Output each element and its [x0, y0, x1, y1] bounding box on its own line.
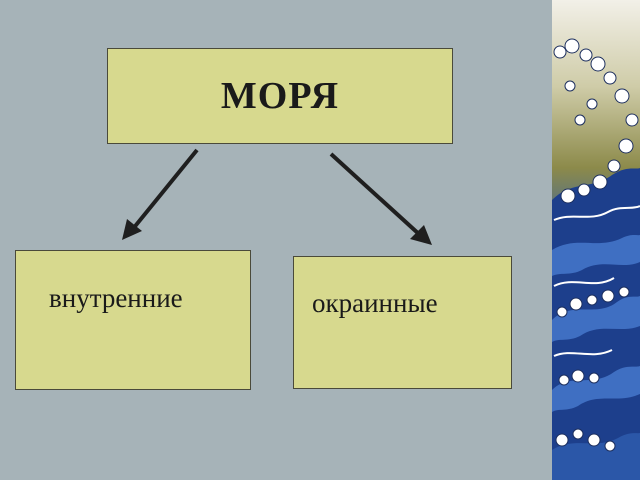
connector-arrows [122, 148, 432, 245]
arrow-to-marginal [329, 152, 432, 245]
root-node-label: МОРЯ [220, 75, 340, 117]
wave-decoration [552, 0, 640, 480]
marginal-seas-label: окраинные [312, 288, 438, 318]
marginal-seas-box: окраинные [293, 256, 512, 389]
wave-illustration [552, 0, 640, 480]
inner-seas-label: внутренние [49, 283, 183, 313]
inner-seas-box: внутренние [15, 250, 251, 390]
arrow-to-inner [122, 148, 199, 240]
root-node-box: МОРЯ [107, 48, 453, 144]
